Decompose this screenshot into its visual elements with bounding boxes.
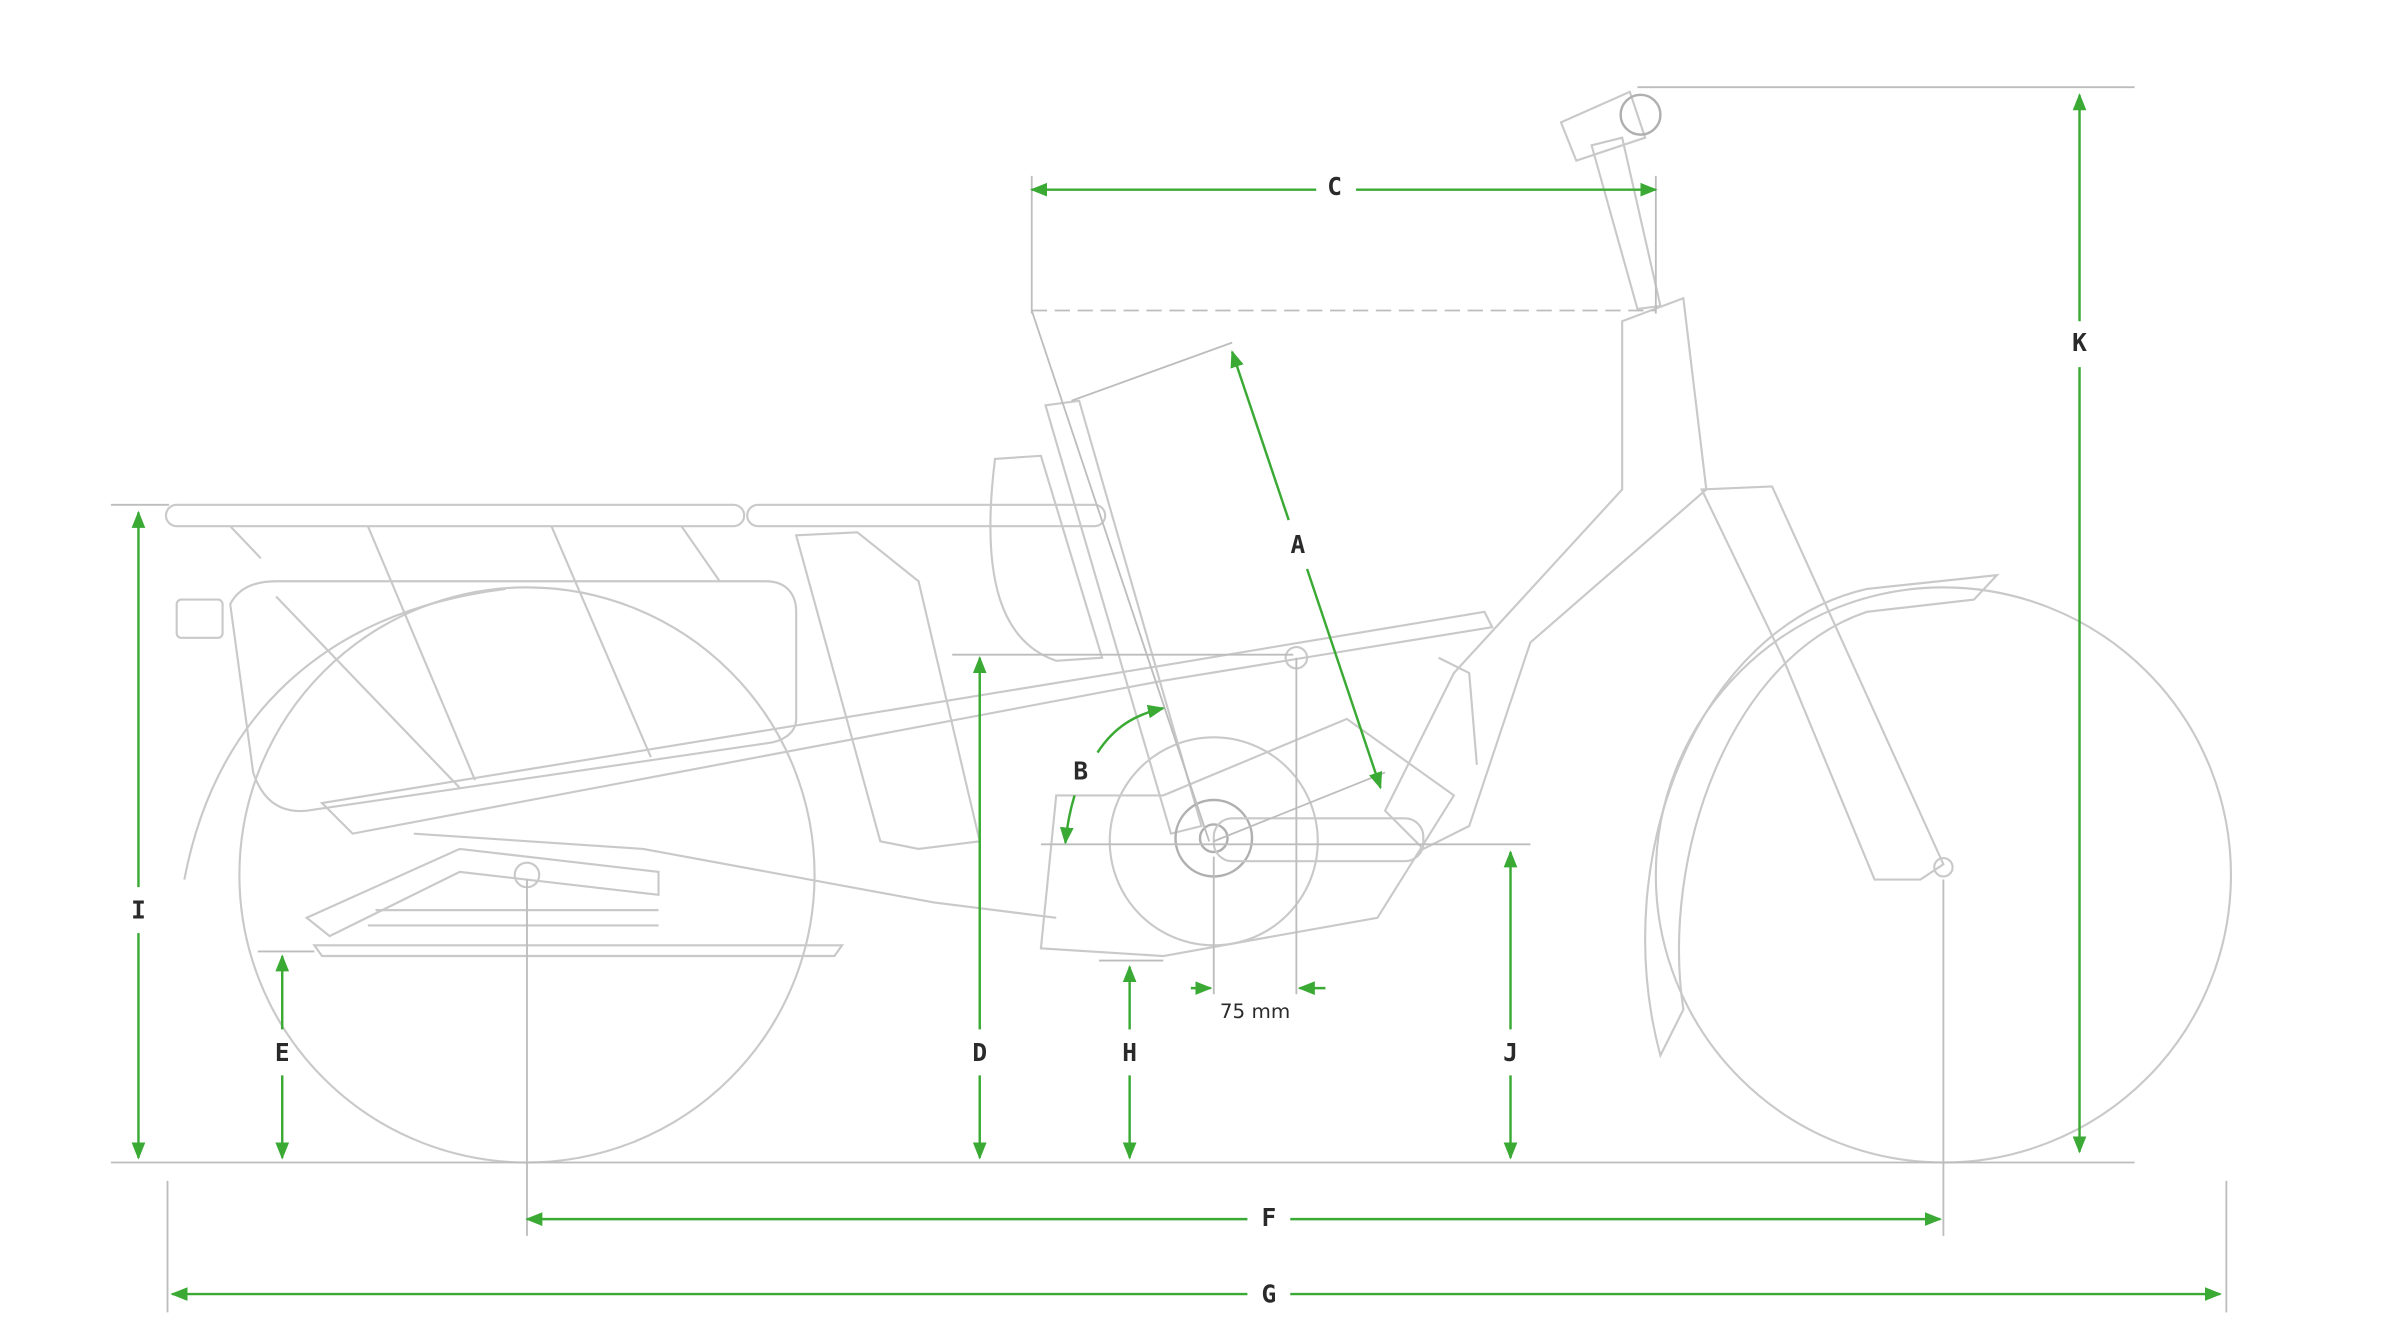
stem (1559, 90, 1647, 162)
seat-tube (1044, 399, 1203, 835)
label-d: D (972, 1038, 987, 1067)
offset-label: 75 mm (1220, 1000, 1290, 1023)
bike-illustration (164, 90, 2233, 1164)
handlebar-clamp (1619, 93, 1662, 136)
label-b: B (1073, 756, 1088, 785)
dimension-arrows (131, 93, 2222, 1301)
rear-rack (164, 503, 1107, 813)
label-e: E (275, 1038, 290, 1067)
dimension-labels: A B C D E F G H I J K 75 mm (131, 172, 2087, 1308)
crank-arm (1212, 817, 1425, 863)
fork (1700, 485, 1945, 881)
label-k: K (2072, 328, 2087, 357)
stem-post (1590, 136, 1662, 311)
label-h: H (1122, 1038, 1137, 1067)
label-j: J (1503, 1038, 1518, 1067)
rear-fender (183, 587, 506, 880)
chain-stay (413, 832, 1057, 919)
motor-housing (1039, 717, 1456, 958)
label-f: F (1261, 1203, 1276, 1232)
label-g: G (1261, 1280, 1276, 1309)
battery (989, 454, 1104, 662)
label-c: C (1327, 172, 1342, 201)
top-tube (319, 610, 1494, 835)
label-i: I (131, 896, 146, 925)
reference-lines (110, 86, 2228, 1313)
label-a: A (1291, 530, 1306, 559)
bag-mount (794, 531, 982, 851)
front-fender (1644, 573, 2000, 1059)
down-tube (1383, 296, 1708, 851)
footrest (304, 847, 660, 938)
